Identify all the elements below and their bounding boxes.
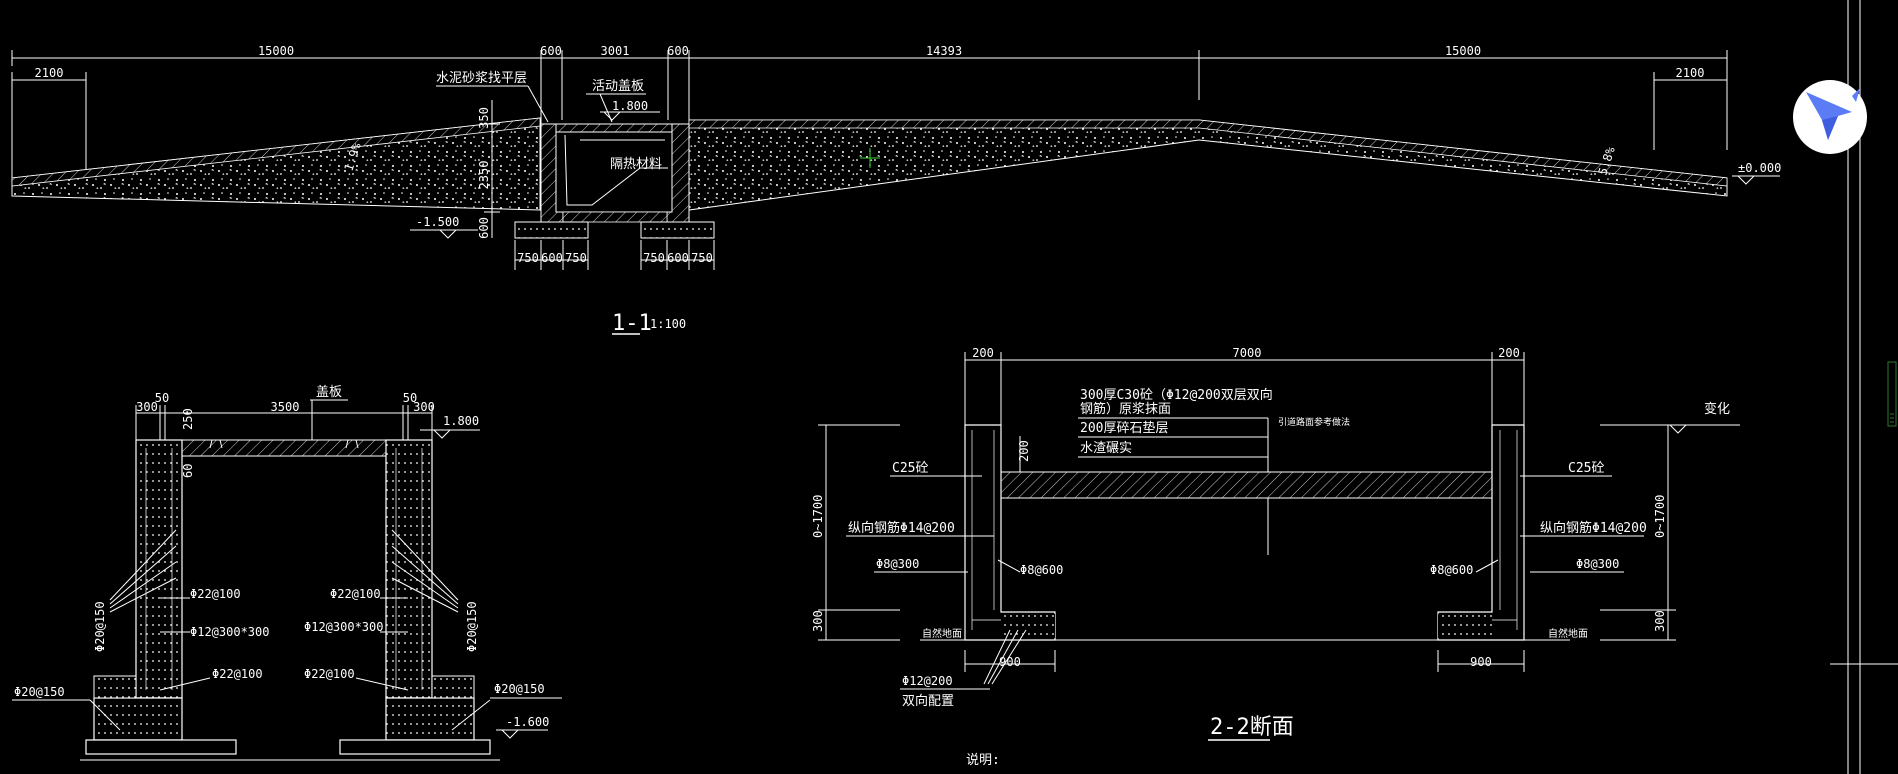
elevation-minus-1-500: -1.500	[416, 215, 459, 229]
rebar-base-right: Φ20@150	[494, 682, 545, 696]
section-2-2-title: 2-2断面	[1210, 715, 1294, 740]
detail-dim-300-right: 300	[413, 400, 435, 414]
s2-height-left: 0~1700	[811, 495, 825, 538]
rebar-grid-right: Φ12@300*300	[304, 620, 383, 634]
section-1-1-title: 1-1	[612, 311, 652, 336]
layer-2-label: 200厚碎石垫层	[1080, 420, 1168, 436]
layer-1-label: 300厚C30砼（Φ12@200双层双向	[1080, 387, 1273, 403]
dim-2350: 2350	[477, 161, 491, 190]
section-1-1-scale: 1:100	[650, 317, 686, 331]
rebar-bottom-note: 双向配置	[902, 693, 954, 709]
dim-750-b: 750	[565, 251, 587, 265]
section-2-2: 200 7000 200 300厚C30砼（Φ12@200双层双向 钢筋）原浆抹…	[811, 346, 1740, 741]
dim-600-a: 600	[541, 251, 563, 265]
detail-label-cover: 盖板	[316, 385, 342, 400]
ground-label-left: 自然地面	[922, 627, 962, 640]
ground-label-right: 自然地面	[1548, 627, 1588, 640]
detail-dim-50-left: 50	[155, 391, 169, 405]
rebar-vertical-right: Φ20@150	[465, 601, 479, 652]
detail-elevation-minus-1-600: -1.600	[506, 715, 549, 729]
detail-dim-3500: 3500	[271, 400, 300, 414]
s2-dim-200-left: 200	[972, 346, 994, 360]
dim-600-right: 600	[667, 44, 689, 58]
dim-600-b: 600	[667, 251, 689, 265]
dim-350: 350	[477, 107, 491, 129]
elevation-zero: ±0.000	[1738, 161, 1781, 175]
dim-600-vertical: 600	[477, 217, 491, 239]
rebar-22-100-left: Φ22@100	[190, 587, 241, 601]
dim-2100-right: 2100	[1676, 66, 1705, 80]
label-movable-cover: 活动盖板	[592, 79, 644, 94]
detail-dim-60: 60	[181, 464, 195, 478]
s2-dim-900-left: 900	[999, 655, 1021, 669]
rebar-longitudinal-right: 纵向钢筋Φ14@200	[1540, 520, 1647, 536]
elevation-1-800: 1.800	[612, 99, 648, 113]
rebar-8-300-left: Φ8@300	[876, 557, 919, 571]
s2-height-right: 0~1700	[1653, 495, 1667, 538]
dim-15000-right: 15000	[1445, 44, 1481, 58]
dim-2100-left: 2100	[35, 66, 64, 80]
rebar-22-100-right: Φ22@100	[330, 587, 381, 601]
dim-600-left: 600	[540, 44, 562, 58]
dim-750-d: 750	[691, 251, 713, 265]
rebar-longitudinal-left: 纵向钢筋Φ14@200	[848, 520, 955, 536]
rebar-base-left: Φ20@150	[14, 685, 65, 699]
label-c25-right: C25砼	[1568, 461, 1604, 476]
label-c25-left: C25砼	[892, 461, 928, 476]
s2-dim-900-right: 900	[1470, 655, 1492, 669]
dim-3001: 3001	[601, 44, 630, 58]
rebar-8-600-right: Φ8@600	[1430, 563, 1473, 577]
dim-14393: 14393	[926, 44, 962, 58]
rebar-8-300-right: Φ8@300	[1576, 557, 1619, 571]
rebar-footing-left: Φ22@100	[212, 667, 263, 681]
detail-dim-50-right: 50	[403, 391, 417, 405]
detail-elevation-1-800: 1.800	[443, 414, 479, 428]
notes-label: 说明:	[966, 753, 1000, 768]
s2-dim-300-left: 300	[811, 610, 825, 632]
leader-note: 引道路面参考做法	[1278, 416, 1350, 428]
scrollbar-indicator[interactable]	[1887, 361, 1897, 427]
s2-dim-300-right: 300	[1653, 610, 1667, 632]
layer-1b-label: 钢筋）原浆抹面	[1080, 401, 1171, 417]
rebar-bottom: Φ12@200	[902, 674, 953, 688]
label-insulation: 隔热材料	[610, 157, 662, 172]
s2-dim-200-vertical: 200	[1017, 440, 1031, 462]
rebar-footing-right: Φ22@100	[304, 667, 355, 681]
s2-dim-200-right: 200	[1498, 346, 1520, 360]
section-1-1: 15000 600 3001 600 14393 15000 2100 2100	[11, 44, 1781, 336]
s2-dim-7000: 7000	[1233, 346, 1262, 360]
trench-detail: 300 50 3500 50 300 盖板 250 60 1.800	[12, 385, 562, 761]
detail-dim-250: 250	[181, 408, 195, 430]
layer-3-label: 水渣碾实	[1080, 441, 1132, 456]
label-change: 变化	[1704, 401, 1730, 417]
rebar-vertical-left: Φ20@150	[93, 601, 107, 652]
paper-plane-bird-icon[interactable]	[1793, 80, 1867, 154]
dim-750-a: 750	[517, 251, 539, 265]
dim-15000-left: 15000	[258, 44, 294, 58]
rebar-8-600-left: Φ8@600	[1020, 563, 1063, 577]
label-mortar-layer: 水泥砂浆找平层	[436, 71, 527, 86]
dim-750-c: 750	[643, 251, 665, 265]
rebar-grid-left: Φ12@300*300	[190, 625, 269, 639]
detail-dim-300-left: 300	[136, 400, 158, 414]
